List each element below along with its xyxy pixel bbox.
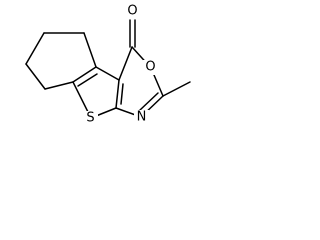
bond-c7a-c3a-inner bbox=[77, 73, 98, 87]
ring-nitrogen-atom: N bbox=[134, 110, 149, 125]
sulfur-atom: S bbox=[83, 111, 98, 126]
ring-oxygen-atom: O bbox=[143, 60, 158, 75]
carbonyl-oxygen-atom: O bbox=[125, 4, 140, 19]
bond-c7a-c3a-double bbox=[72, 66, 97, 83]
atom-labels: O O S N bbox=[83, 4, 158, 126]
bond-c6-c7 bbox=[25, 63, 46, 90]
ring-oxygen-label: O bbox=[145, 60, 155, 75]
bond-c3a-c4 bbox=[83, 32, 97, 68]
bond-c8a-c4a-inner bbox=[120, 83, 124, 105]
bond-c7-c7a bbox=[44, 81, 74, 90]
bond-c4a-c4 bbox=[118, 46, 133, 81]
carbonyl-oxygen-label: O bbox=[127, 4, 137, 19]
sulfur-label: S bbox=[86, 111, 94, 126]
bond-c2-methyl bbox=[162, 81, 191, 97]
bond-c8a-c4a bbox=[115, 79, 120, 109]
chemical-structure-diagram: O O S N bbox=[25, 4, 191, 126]
bond-c2-n-inner bbox=[139, 92, 159, 111]
bonds bbox=[25, 19, 191, 119]
bond-c4a-c3a bbox=[95, 66, 120, 81]
ring-nitrogen-label: N bbox=[137, 110, 147, 125]
bond-c5-c6 bbox=[25, 32, 45, 65]
